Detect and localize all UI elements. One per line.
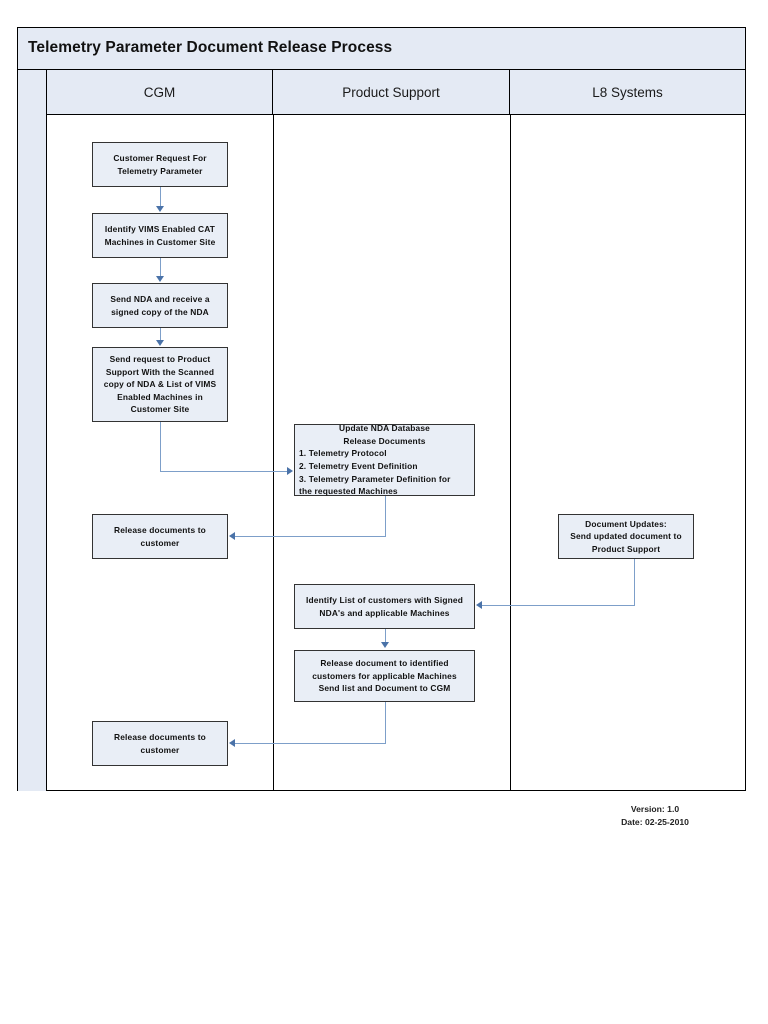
- node-release-documents-1-line-1: Release documents to: [114, 524, 206, 535]
- node-customer-request[interactable]: Customer Request For Telemetry Parameter: [92, 142, 228, 187]
- node-update-nda-item-3: 3. Telemetry Parameter Definition for: [299, 473, 451, 484]
- edge-n7-n8-vertical: [634, 559, 635, 606]
- edge-n4-n5-horizontal: [160, 471, 287, 472]
- node-send-request-line-2: Support With the Scanned: [105, 366, 215, 377]
- edge-n3-n4-line: [160, 328, 161, 341]
- edge-n9-n10-horizontal: [235, 743, 386, 744]
- node-send-nda-line-2: signed copy of the NDA: [111, 306, 209, 317]
- diagram-title-bar: Telemetry Parameter Document Release Pro…: [18, 28, 745, 70]
- lane-header-product-support: Product Support: [273, 70, 510, 115]
- node-release-documents-2-line-1: Release documents to: [114, 731, 206, 742]
- edge-n7-n8-arrowhead: [476, 601, 482, 609]
- node-customer-request-line-2: Telemetry Parameter: [117, 165, 203, 176]
- edge-n8-n9-line: [385, 629, 386, 643]
- edge-n2-n3-line: [160, 258, 161, 277]
- edge-n4-n5-vertical: [160, 422, 161, 472]
- node-identify-vims-machines[interactable]: Identify VIMS Enabled CAT Machines in Cu…: [92, 213, 228, 258]
- node-update-nda-database[interactable]: Update NDA Database Release Documents 1.…: [294, 423, 475, 497]
- node-send-request-line-1: Send request to Product: [109, 353, 211, 364]
- node-send-nda-line-1: Send NDA and receive a: [110, 293, 210, 304]
- node-update-nda-item-2: 2. Telemetry Event Definition: [299, 461, 418, 471]
- node-release-identified-line-2: customers for applicable Machines: [312, 670, 457, 681]
- node-release-documents-1-line-2: customer: [140, 537, 180, 548]
- edge-n1-n2-arrowhead: [156, 206, 164, 212]
- edge-n9-n10-vertical: [385, 702, 386, 744]
- lane-header-l8-systems: L8 Systems: [510, 70, 745, 115]
- node-identify-customers-signed-nda[interactable]: Identify List of customers with Signed N…: [294, 584, 475, 629]
- lane-header-l8-systems-label: L8 Systems: [592, 84, 663, 100]
- node-update-nda-heading-1: Update NDA Database: [339, 423, 430, 434]
- edge-n9-n10-arrowhead: [229, 739, 235, 747]
- node-send-request-to-product-support[interactable]: Send request to Product Support With the…: [92, 347, 228, 422]
- node-identify-vims-machines-line-2: Machines in Customer Site: [104, 236, 216, 247]
- node-release-identified-line-1: Release document to identified: [320, 658, 449, 669]
- node-document-updates-line-3: Product Support: [591, 543, 661, 554]
- node-document-updates-line-2: Send updated document to: [570, 531, 682, 542]
- node-send-request-line-4: Enabled Machines in: [117, 391, 203, 402]
- footer-date: Date: 02-25-2010: [621, 817, 689, 828]
- lane-header-cgm: CGM: [47, 70, 273, 115]
- node-release-documents-to-customer-2[interactable]: Release documents to customer: [92, 721, 228, 766]
- node-release-document-identified-customers[interactable]: Release document to identified customers…: [294, 650, 475, 702]
- node-send-request-line-5: Customer Site: [130, 404, 190, 415]
- edge-n7-n8-horizontal: [482, 605, 635, 606]
- footer: Version: 1.0 Date: 02-25-2010: [560, 803, 750, 830]
- swimlane-diagram-frame: Telemetry Parameter Document Release Pro…: [17, 27, 746, 791]
- lane-label-band: [18, 70, 47, 791]
- lane-divider-cgm-productsupport: [273, 115, 274, 791]
- edge-n4-n5-arrowhead: [287, 467, 293, 475]
- node-customer-request-line-1: Customer Request For: [113, 152, 207, 163]
- node-identify-customers-line-2: NDA's and applicable Machines: [319, 607, 450, 618]
- node-send-nda[interactable]: Send NDA and receive a signed copy of th…: [92, 283, 228, 328]
- edge-n3-n4-arrowhead: [156, 340, 164, 346]
- edge-n5-n6-horizontal: [235, 536, 386, 537]
- edge-n5-n6-vertical: [385, 496, 386, 537]
- node-document-updates-line-1: Document Updates:: [585, 518, 667, 529]
- lane-header-product-support-label: Product Support: [342, 84, 440, 100]
- node-update-nda-item-4: the requested Machines: [299, 486, 398, 497]
- edge-n5-n6-arrowhead: [229, 532, 235, 540]
- lane-divider-productsupport-l8: [510, 115, 511, 791]
- node-document-updates[interactable]: Document Updates: Send updated document …: [558, 514, 694, 559]
- node-update-nda-heading-2: Release Documents: [343, 435, 426, 446]
- footer-version: Version: 1.0: [630, 804, 680, 814]
- node-identify-customers-line-1: Identify List of customers with Signed: [306, 594, 463, 605]
- lane-header-cgm-label: CGM: [143, 84, 176, 100]
- node-release-documents-to-customer-1[interactable]: Release documents to customer: [92, 514, 228, 559]
- node-update-nda-item-1: 1. Telemetry Protocol: [299, 448, 387, 459]
- node-release-identified-line-3: Send list and Document to CGM: [318, 683, 451, 694]
- edge-n8-n9-arrowhead: [381, 642, 389, 648]
- page-title: Telemetry Parameter Document Release Pro…: [28, 39, 393, 56]
- edge-n2-n3-arrowhead: [156, 276, 164, 282]
- node-identify-vims-machines-line-1: Identify VIMS Enabled CAT: [104, 223, 216, 234]
- node-release-documents-2-line-2: customer: [140, 744, 180, 755]
- node-send-request-line-3: copy of NDA & List of VIMS: [103, 379, 217, 390]
- edge-n1-n2-line: [160, 187, 161, 207]
